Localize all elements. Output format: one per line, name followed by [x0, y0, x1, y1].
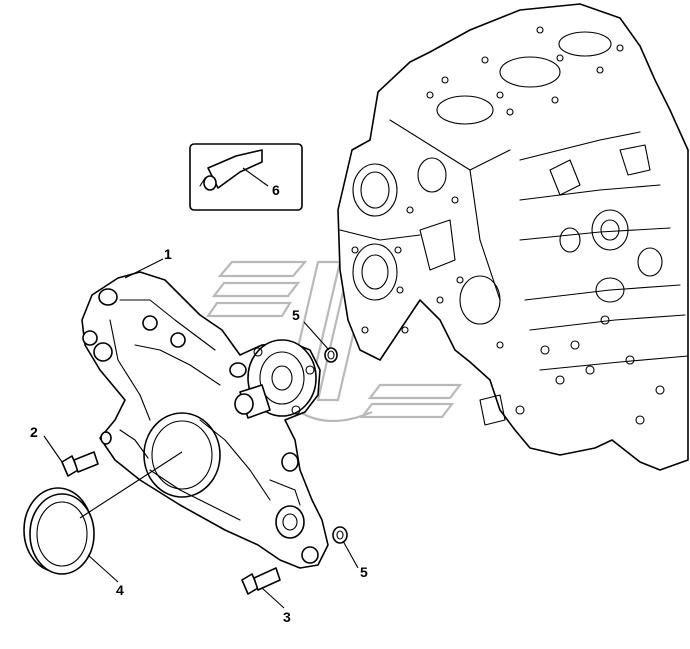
- callout-2: 2: [30, 424, 38, 440]
- callout-5-lower: 5: [360, 564, 368, 580]
- callout-3: 3: [283, 609, 291, 625]
- front-cover: [81, 271, 329, 569]
- callout-4: 4: [116, 582, 124, 598]
- bolt-part-2: [61, 431, 112, 477]
- callout-5-upper: 5: [292, 307, 300, 323]
- sealant-tube-inset: [189, 143, 303, 211]
- seal-ring-part-4: [23, 487, 95, 575]
- bushing-lower-part-5: [332, 526, 348, 544]
- bushing-upper-part-5: [324, 347, 338, 363]
- bolt-part-3: [241, 567, 281, 595]
- callout-1: 1: [164, 246, 172, 262]
- callout-6: 6: [272, 182, 280, 198]
- engine-block: [337, 3, 689, 471]
- leader-lines: [43, 167, 359, 609]
